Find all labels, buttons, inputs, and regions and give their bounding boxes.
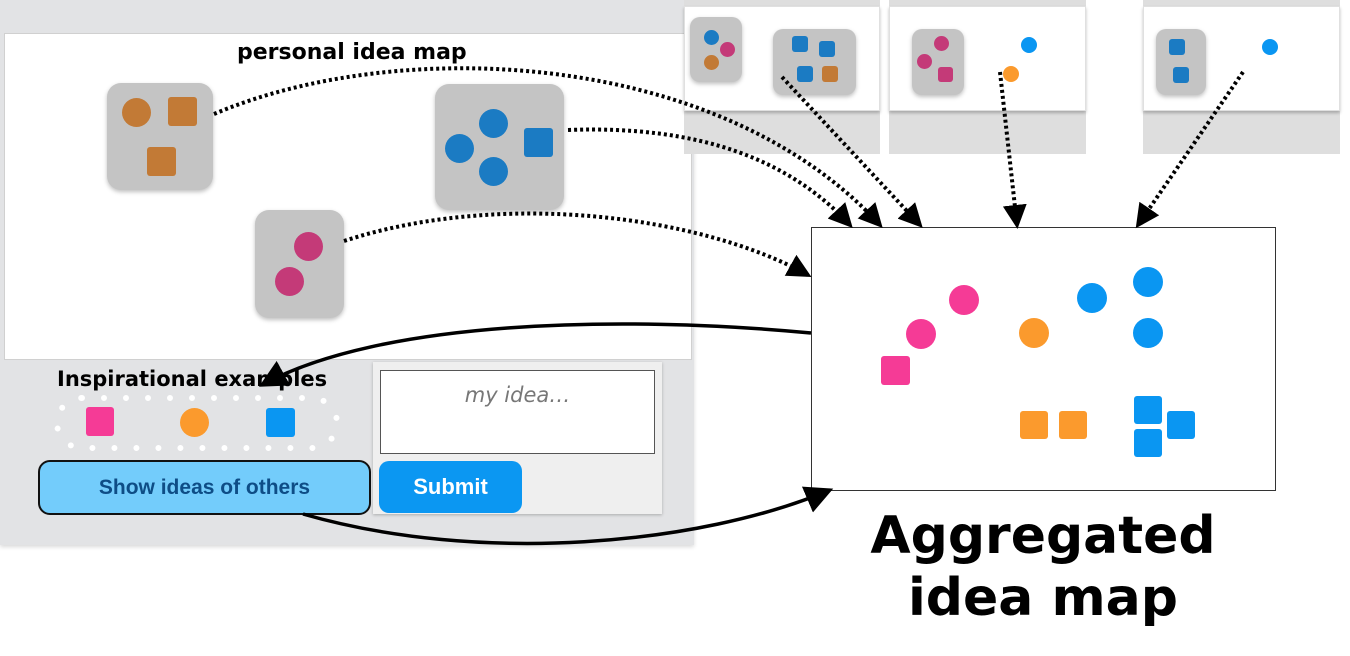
agg-orange-square: [1059, 411, 1087, 439]
other-user-map-2: [889, 6, 1086, 111]
idea-square: [797, 66, 813, 82]
agg-pink-circle: [949, 285, 979, 315]
arrow-blue-to-aggregate: [567, 127, 853, 228]
agg-blue-square: [1167, 411, 1195, 439]
idea-circle[interactable]: [122, 98, 151, 127]
aggregated-label-line1: Aggregated: [870, 506, 1216, 566]
arrow-user2-to-aggregate: [998, 71, 1027, 229]
idea-square[interactable]: [147, 147, 176, 176]
idea-group: [690, 17, 742, 82]
agg-pink-circle: [906, 319, 936, 349]
idea-circle[interactable]: [479, 157, 508, 186]
idea-circle: [720, 42, 735, 57]
arrow-aggregate-to-inspiration: [258, 322, 812, 387]
arrow-orange-to-aggregate: [213, 66, 883, 228]
idea-group: [1156, 29, 1206, 95]
idea-group-pink[interactable]: [255, 210, 344, 318]
idea-circle: [1262, 39, 1278, 55]
agg-blue-circle: [1133, 318, 1163, 348]
aggregated-idea-map: [811, 227, 1276, 491]
idea-group-blue[interactable]: [435, 84, 564, 210]
other-user-map-3: [1143, 6, 1340, 111]
agg-blue-circle: [1133, 267, 1163, 297]
idea-square: [1169, 39, 1185, 55]
idea-circle: [917, 54, 932, 69]
agg-orange-square: [1020, 411, 1048, 439]
idea-square: [792, 36, 808, 52]
idea-square: [822, 66, 838, 82]
idea-square[interactable]: [168, 97, 197, 126]
personal-idea-map-title: personal idea map: [237, 40, 467, 65]
agg-orange-circle: [1019, 318, 1049, 348]
agg-blue-circle: [1077, 283, 1107, 313]
example-blue-square[interactable]: [266, 408, 295, 437]
agg-pink-square: [881, 356, 910, 385]
arrow-show-button-to-aggregate: [302, 486, 834, 546]
arrow-user1-to-aggregate: [780, 75, 923, 228]
idea-square: [819, 41, 835, 57]
agg-blue-square: [1134, 396, 1162, 424]
idea-circle[interactable]: [294, 232, 323, 261]
example-pink-square[interactable]: [86, 407, 114, 436]
aggregated-idea-map-label: Aggregated idea map: [862, 505, 1224, 629]
idea-circle[interactable]: [445, 134, 474, 163]
idea-circle: [1003, 66, 1019, 82]
arrow-pink-to-aggregate: [343, 211, 812, 277]
idea-square: [938, 67, 953, 82]
example-orange-circle[interactable]: [180, 408, 209, 437]
arrow-user3-to-aggregate: [1135, 70, 1245, 229]
idea-circle[interactable]: [479, 109, 508, 138]
show-ideas-of-others-button[interactable]: Show ideas of others: [38, 460, 371, 515]
idea-square[interactable]: [524, 128, 553, 157]
idea-circle: [1021, 37, 1037, 53]
idea-circle[interactable]: [275, 267, 304, 296]
idea-input[interactable]: my idea…: [380, 370, 655, 454]
aggregated-label-line2: idea map: [907, 568, 1178, 628]
idea-circle: [704, 55, 719, 70]
idea-circle: [934, 36, 949, 51]
other-user-map-1: [684, 6, 880, 111]
idea-group: [912, 29, 964, 95]
idea-group-orange[interactable]: [107, 83, 213, 190]
agg-blue-square: [1134, 429, 1162, 457]
idea-circle: [704, 30, 719, 45]
idea-square: [1173, 67, 1189, 83]
submit-button[interactable]: Submit: [379, 461, 522, 513]
